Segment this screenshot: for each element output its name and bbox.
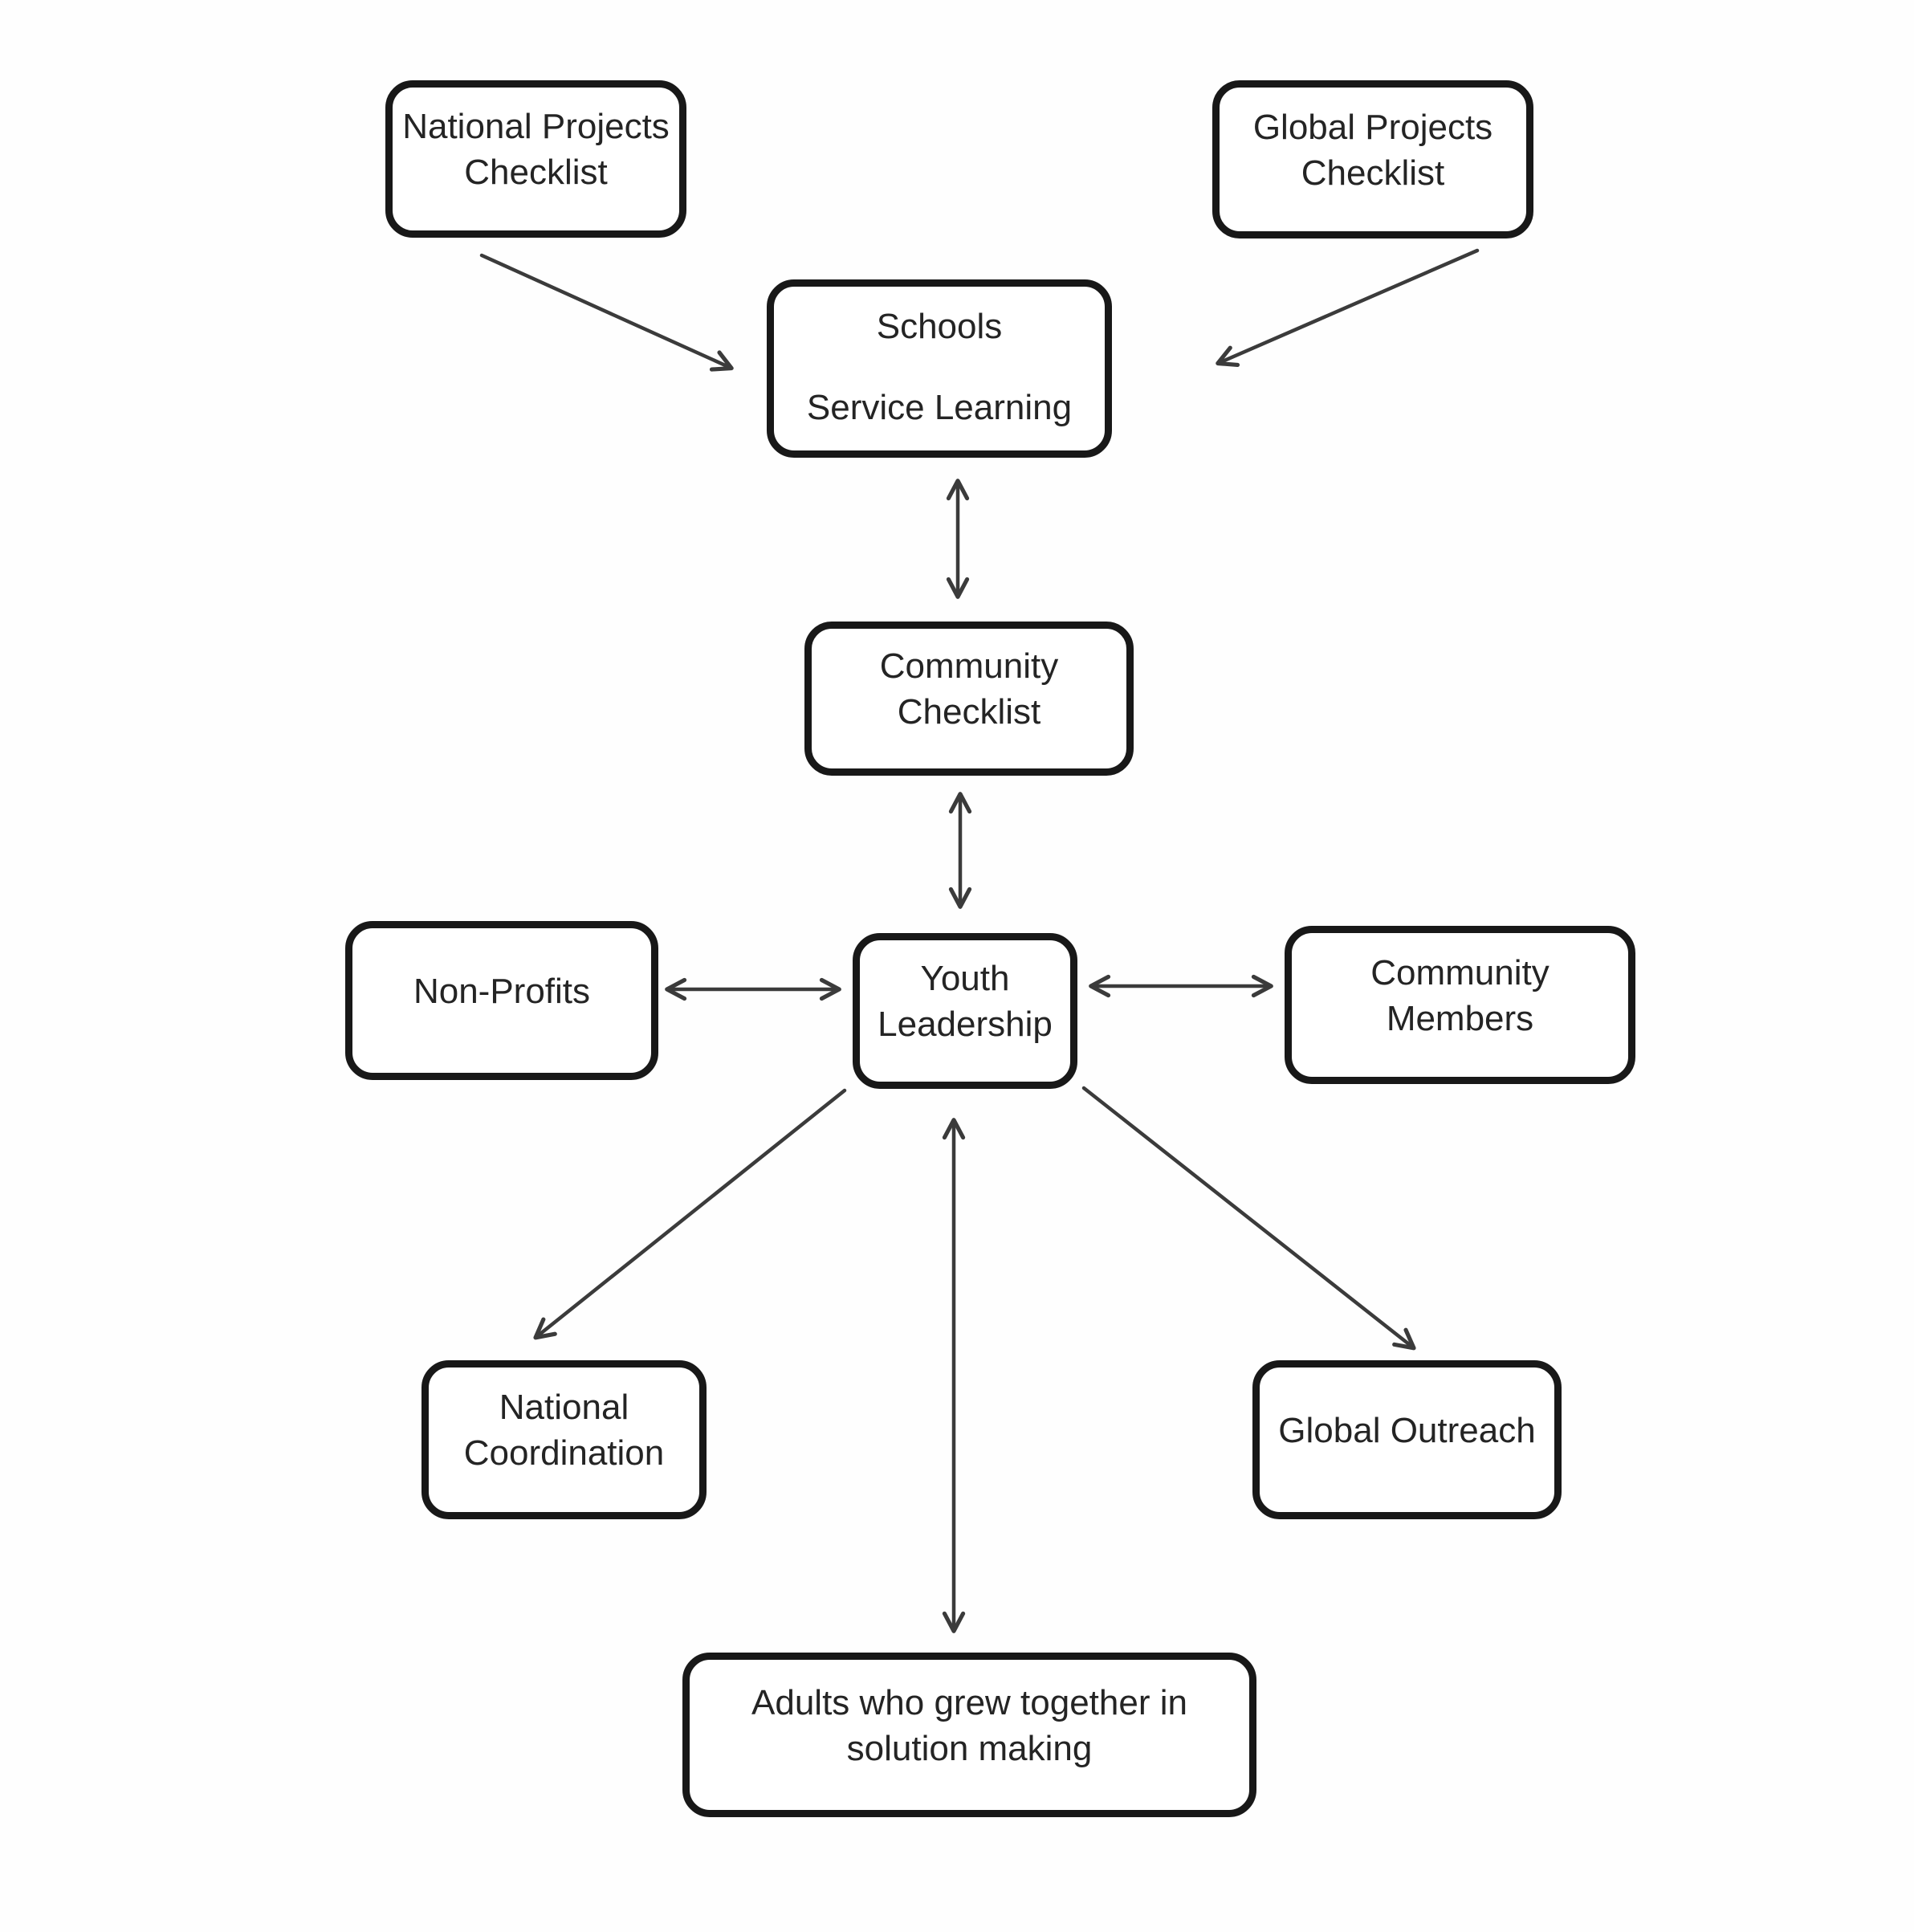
node-label: Members <box>1386 998 1534 1038</box>
node-label: Checklist <box>897 692 1041 732</box>
node-youth-leadership: Youth Leadership <box>853 933 1077 1089</box>
node-label: solution making <box>846 1728 1093 1768</box>
node-non-profits: Non-Profits <box>345 921 658 1080</box>
edge-national_projects_checklist-to-schools_service_learning <box>479 253 734 372</box>
node-community-checklist: Community Checklist <box>804 622 1134 776</box>
node-adults-solution-making: Adults who grew together in solution mak… <box>682 1653 1256 1817</box>
node-label: Service Learning <box>806 388 1073 427</box>
node-label: Schools <box>876 307 1003 346</box>
node-global-projects-checklist: Global Projects Checklist <box>1212 80 1533 238</box>
node-label: National <box>499 1388 629 1427</box>
node-label: Adults who grew together in <box>751 1682 1187 1722</box>
node-label: Global Projects <box>1252 107 1493 147</box>
node-label: Non-Profits <box>413 971 591 1011</box>
node-label: Community <box>879 646 1059 686</box>
node-national-projects-checklist: National Projects Checklist <box>385 80 686 238</box>
node-label: Global Outreach <box>1278 1410 1536 1450</box>
node-label: Checklist <box>464 153 608 192</box>
node-schools-service-learning: Schools Service Learning <box>767 279 1112 458</box>
node-label: National Projects <box>402 107 670 146</box>
node-label: Leadership <box>878 1005 1053 1044</box>
node-label: Checklist <box>1301 153 1445 193</box>
node-national-coordination: National Coordination <box>421 1360 707 1519</box>
edge-youth_leadership-to-global_outreach <box>1081 1086 1416 1351</box>
node-label: Coordination <box>463 1433 665 1473</box>
node-global-outreach: Global Outreach <box>1252 1360 1562 1519</box>
node-community-members: Community Members <box>1285 926 1635 1084</box>
node-label: Youth <box>920 959 1010 998</box>
edge-global_projects_checklist-to-schools_service_learning <box>1216 248 1480 367</box>
node-label: Community <box>1370 952 1550 992</box>
edge-youth_leadership-to-national_coordination <box>533 1088 847 1340</box>
